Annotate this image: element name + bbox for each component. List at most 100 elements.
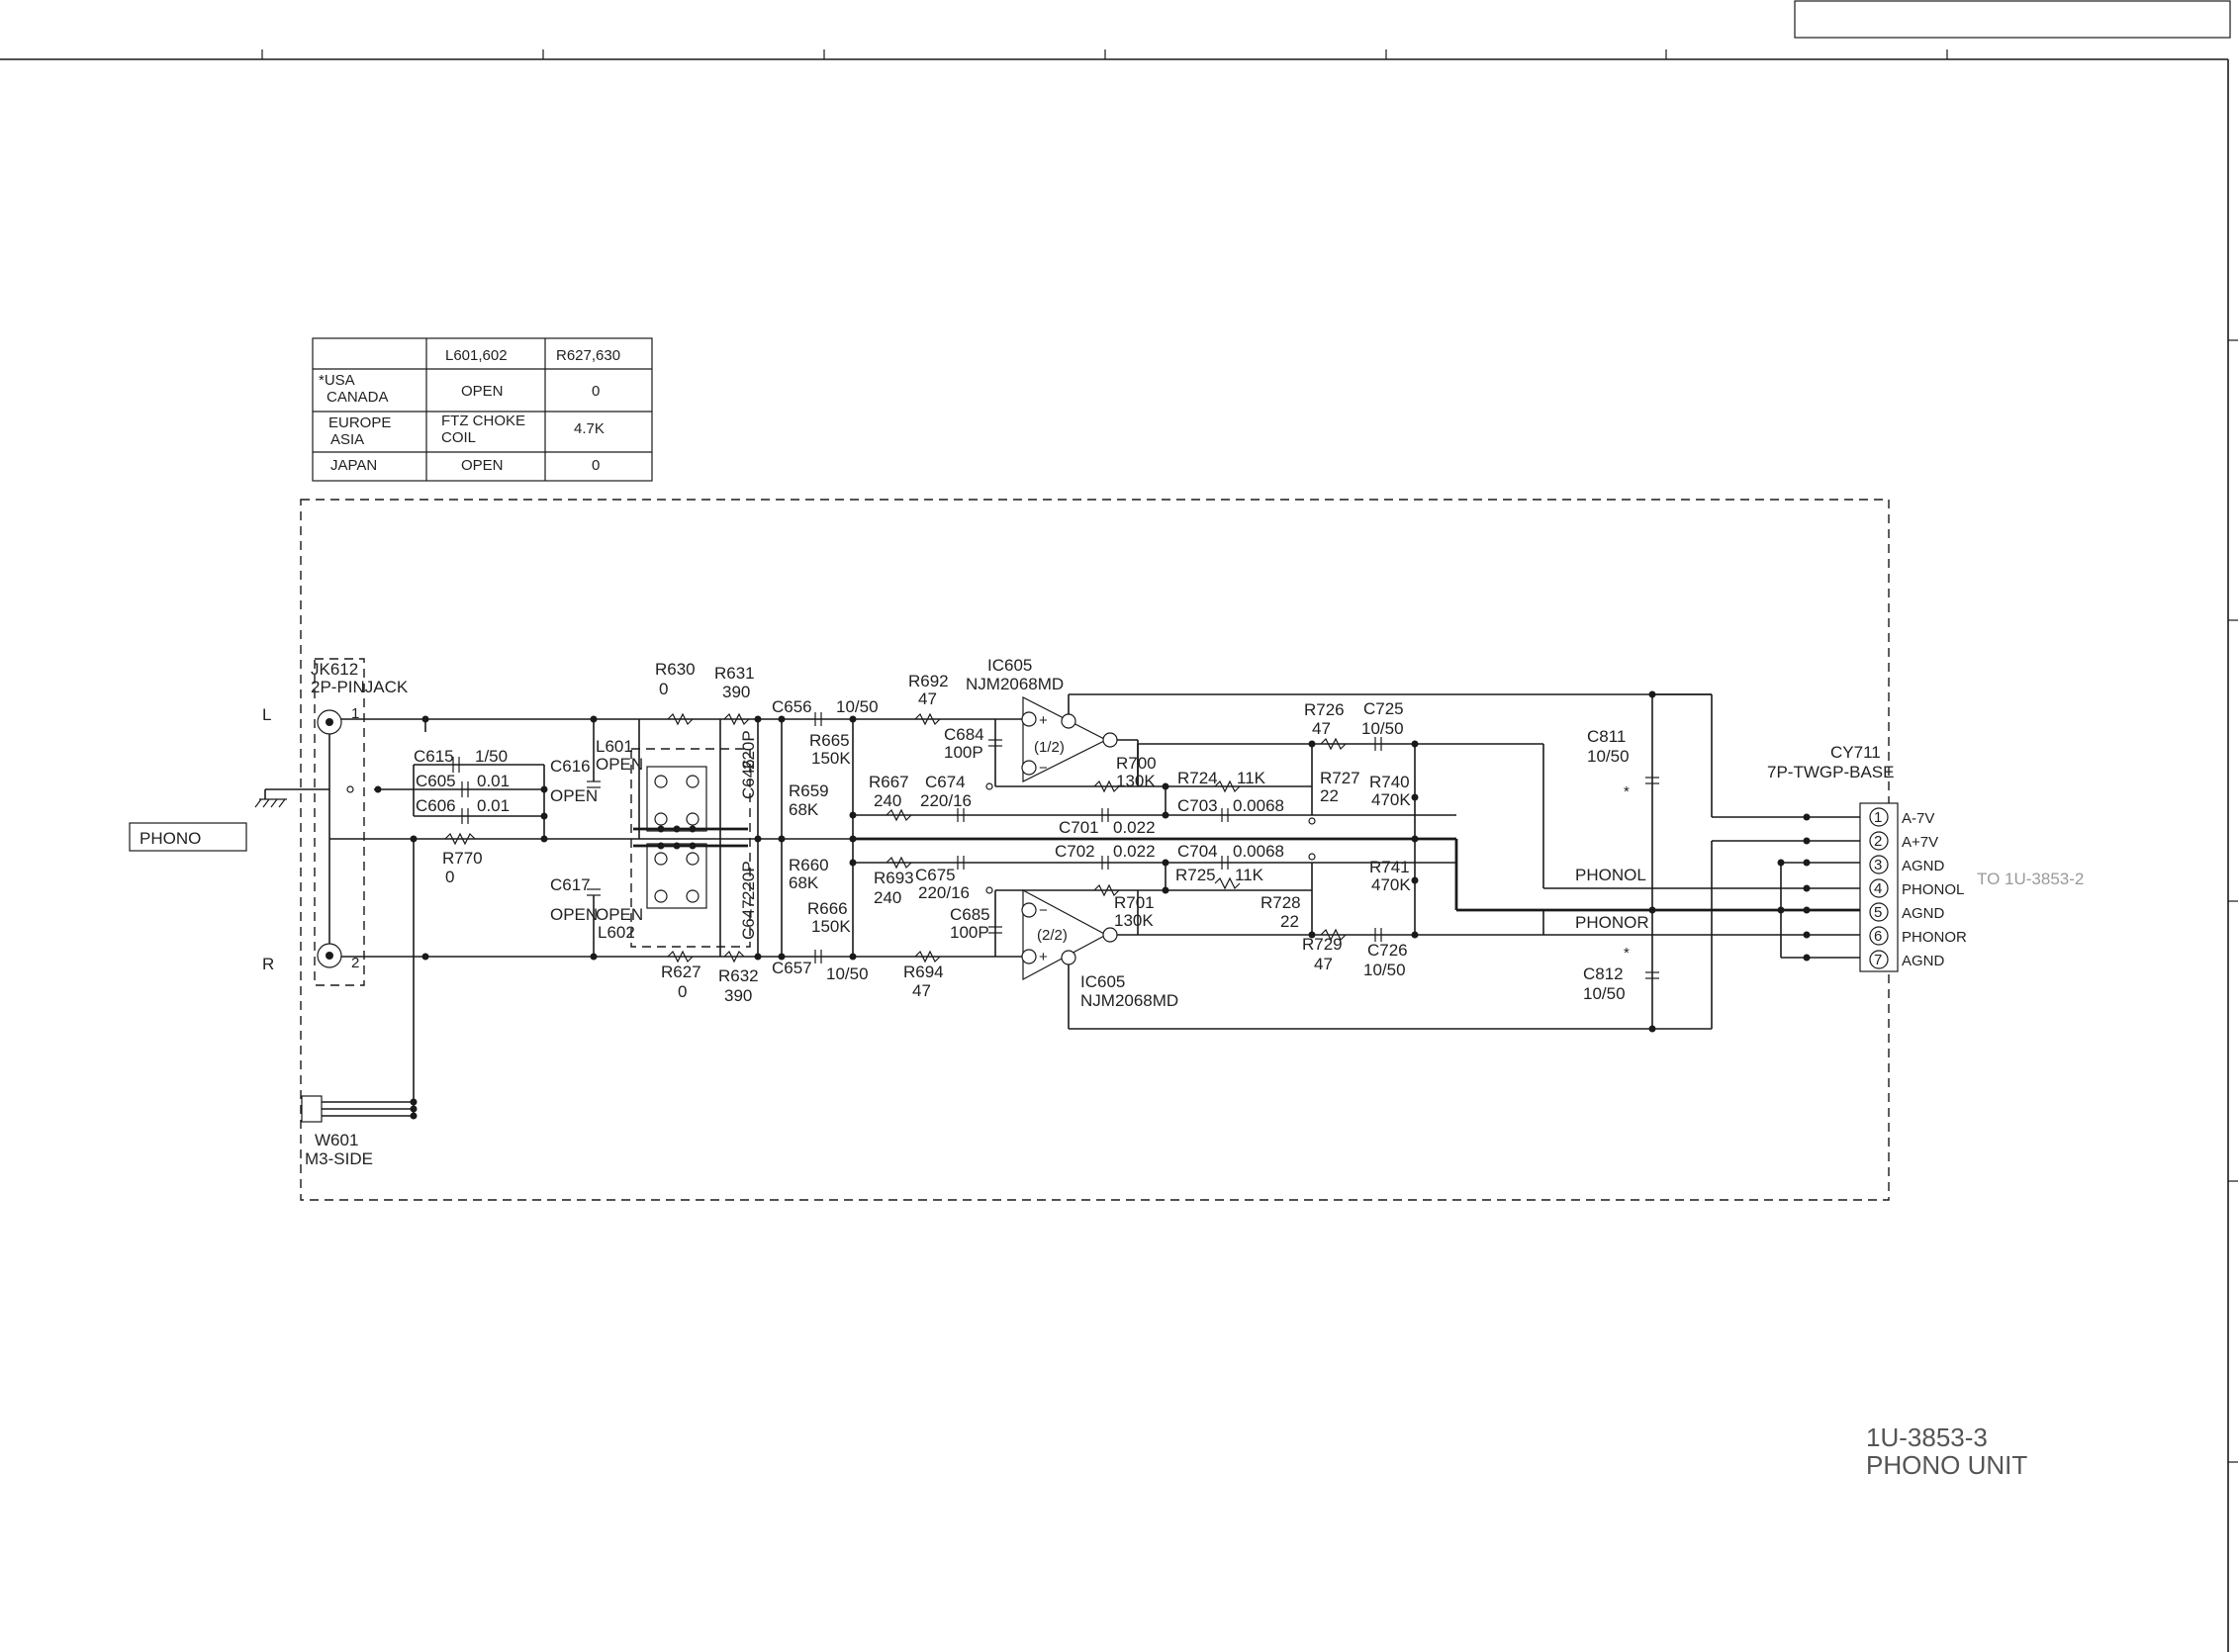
svg-text:240: 240 bbox=[874, 888, 901, 907]
svg-text:R665: R665 bbox=[809, 731, 850, 750]
svg-text:0.0068: 0.0068 bbox=[1233, 796, 1284, 815]
svg-text:C617: C617 bbox=[550, 875, 591, 894]
svg-text:R725: R725 bbox=[1175, 866, 1216, 884]
svg-text:220P: 220P bbox=[739, 730, 758, 770]
svg-text:(2/2): (2/2) bbox=[1037, 927, 1068, 944]
svg-text:R659: R659 bbox=[789, 781, 829, 800]
connector-pin-number: 6 bbox=[1874, 928, 1882, 945]
svg-text:0.01: 0.01 bbox=[477, 796, 510, 815]
svg-text:130K: 130K bbox=[1116, 772, 1156, 790]
svg-text:R631: R631 bbox=[714, 664, 755, 683]
svg-text:470K: 470K bbox=[1371, 875, 1411, 894]
svg-text:C701: C701 bbox=[1059, 818, 1099, 837]
svg-text:10/50: 10/50 bbox=[836, 697, 879, 716]
svg-text:100P: 100P bbox=[950, 923, 989, 942]
svg-text:240: 240 bbox=[874, 791, 901, 810]
svg-text:C702: C702 bbox=[1055, 842, 1095, 861]
svg-text:220/16: 220/16 bbox=[918, 883, 970, 902]
svg-text:R729: R729 bbox=[1302, 935, 1343, 954]
connector-pin-label: A-7V bbox=[1902, 810, 1934, 827]
svg-text:R666: R666 bbox=[807, 899, 848, 918]
table-usa-r: 0 bbox=[592, 383, 600, 400]
svg-text:C685: C685 bbox=[950, 905, 990, 924]
svg-text:C674: C674 bbox=[925, 773, 966, 791]
net-phonol: PHONOL bbox=[1575, 866, 1646, 884]
svg-text:220/16: 220/16 bbox=[920, 791, 972, 810]
svg-text:R728: R728 bbox=[1260, 893, 1301, 912]
svg-text:390: 390 bbox=[722, 683, 750, 701]
svg-text:R630: R630 bbox=[655, 660, 696, 679]
svg-text:2: 2 bbox=[351, 955, 359, 971]
svg-text:10/50: 10/50 bbox=[826, 964, 869, 983]
svg-text:NJM2068MD: NJM2068MD bbox=[1080, 991, 1178, 1010]
svg-text:0.022: 0.022 bbox=[1113, 842, 1156, 861]
input-shunt bbox=[754, 715, 786, 961]
svg-text:11K: 11K bbox=[1237, 769, 1266, 787]
svg-text:C615: C615 bbox=[414, 747, 454, 766]
connector-pin-number: 1 bbox=[1874, 809, 1882, 826]
table-japan-r: 0 bbox=[592, 457, 600, 474]
connector-name: CY711 bbox=[1830, 743, 1881, 762]
svg-text:R693: R693 bbox=[874, 869, 914, 887]
svg-text:R700: R700 bbox=[1116, 754, 1157, 773]
connector-pin-4 bbox=[1869, 878, 1889, 898]
connector-pin-3 bbox=[1869, 855, 1889, 874]
op-amp-1: + − (1/2) bbox=[1021, 693, 1712, 786]
table-header-l: L601,602 bbox=[445, 347, 508, 364]
pin-jack: JK612 2P-PINJACK L R 1 2 bbox=[254, 658, 409, 986]
svg-text:IC605: IC605 bbox=[1080, 972, 1125, 991]
svg-text:R726: R726 bbox=[1304, 700, 1345, 719]
svg-text:OPEN: OPEN bbox=[550, 905, 598, 924]
svg-text:+: + bbox=[1039, 949, 1048, 965]
svg-text:C812: C812 bbox=[1583, 964, 1624, 983]
svg-text:C656: C656 bbox=[772, 697, 812, 716]
svg-text:R632: R632 bbox=[718, 966, 759, 985]
phono-label: PHONO bbox=[140, 829, 201, 848]
svg-text:0: 0 bbox=[678, 982, 687, 1001]
phono-label-box bbox=[129, 822, 247, 852]
input-resistors bbox=[667, 712, 782, 964]
connector-pin-label: AGND bbox=[1902, 953, 1945, 969]
svg-text:R692: R692 bbox=[908, 672, 949, 690]
svg-text:*: * bbox=[1624, 945, 1630, 962]
svg-text:10/50: 10/50 bbox=[1363, 961, 1406, 979]
connector-pin-label: AGND bbox=[1902, 905, 1945, 922]
svg-text:−: − bbox=[1039, 760, 1048, 777]
svg-text:C616: C616 bbox=[550, 757, 591, 776]
svg-text:R694: R694 bbox=[903, 963, 944, 981]
svg-text:R770: R770 bbox=[442, 849, 483, 868]
svg-text:47: 47 bbox=[1314, 955, 1333, 973]
op-amp-2: − + (2/2) bbox=[1021, 888, 1712, 1030]
svg-text:390: 390 bbox=[724, 986, 752, 1005]
channel-r-label: R bbox=[262, 955, 274, 973]
unit-name: PHONO UNIT bbox=[1866, 1450, 2027, 1480]
svg-text:68K: 68K bbox=[789, 800, 819, 819]
connector-type: 7P-TWGP-BASE bbox=[1767, 763, 1894, 781]
svg-text:OPEN: OPEN bbox=[596, 905, 643, 924]
svg-text:L601: L601 bbox=[596, 737, 633, 756]
connector-pin-number: 7 bbox=[1874, 952, 1882, 968]
svg-text:1: 1 bbox=[351, 705, 359, 722]
svg-text:0.0068: 0.0068 bbox=[1233, 842, 1284, 861]
svg-text:C726: C726 bbox=[1367, 941, 1408, 960]
connector-pin-number: 2 bbox=[1874, 833, 1882, 850]
coupling-network bbox=[782, 712, 1456, 964]
svg-text:C725: C725 bbox=[1363, 699, 1404, 718]
svg-text:C684: C684 bbox=[944, 725, 984, 744]
connector-pin-2 bbox=[1869, 831, 1889, 851]
w601-desc: M3-SIDE bbox=[305, 1149, 373, 1168]
output-busses: * * bbox=[853, 690, 1870, 1033]
svg-text:R740: R740 bbox=[1369, 773, 1410, 791]
connector-pin-number: 3 bbox=[1874, 857, 1882, 873]
to-label: TO 1U-3853-2 bbox=[1977, 870, 2084, 888]
svg-text:C704: C704 bbox=[1177, 842, 1218, 861]
svg-text:100P: 100P bbox=[944, 743, 983, 762]
svg-text:10/50: 10/50 bbox=[1361, 719, 1404, 738]
svg-text:C605: C605 bbox=[416, 772, 456, 790]
filter-block bbox=[587, 715, 752, 961]
table-region-japan: JAPAN bbox=[330, 457, 377, 474]
